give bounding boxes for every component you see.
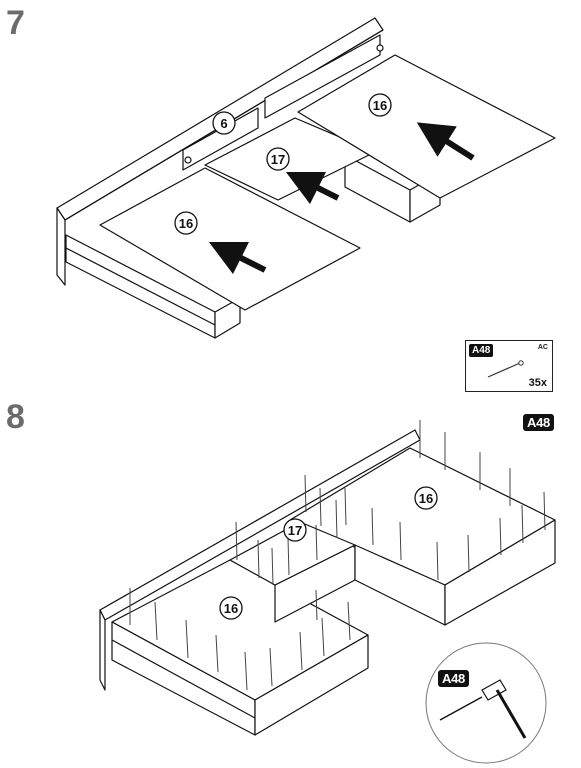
step-8-illustration (99, 429, 556, 736)
hardware-quantity: 35x (528, 377, 547, 389)
frame-front-face (56, 207, 66, 286)
label-part-16-right-8: 16 (419, 491, 433, 506)
step-8-labels: 16 17 16 (219, 486, 438, 620)
nail-icon (487, 360, 524, 378)
label-part-6: 6 (220, 116, 227, 131)
hardware-code: AC (537, 344, 548, 351)
insert-arrow-middle (285, 171, 340, 205)
hammer-detail (425, 642, 547, 764)
insert-arrow-left (208, 241, 267, 275)
step-7-labels: 6 16 17 16 (174, 93, 392, 235)
step-7-number: 7 (6, 4, 25, 42)
label-part-16-left: 16 (179, 216, 193, 231)
hardware-callout: A48 AC 35x (465, 340, 553, 392)
panel-17-region-8 (229, 521, 356, 586)
nail-pins (129, 420, 546, 691)
label-part-16-left-8: 16 (224, 601, 238, 616)
partition-right (264, 34, 381, 119)
frame-front-face-8 (99, 609, 106, 691)
step-8-hardware-badge: A48 (523, 414, 554, 431)
step-7-illustration (56, 17, 556, 339)
label-part-16-right: 16 (373, 98, 387, 113)
step-8-number: 8 (6, 398, 25, 436)
detail-hardware-badge: A48 (438, 670, 469, 687)
panel-16-left (99, 167, 361, 311)
right-box-end-8 (444, 519, 556, 626)
insert-arrow-right (416, 122, 475, 161)
label-part-17: 17 (271, 152, 285, 167)
label-part-17-8: 17 (288, 523, 302, 538)
left-box-end-8 (254, 634, 369, 736)
hardware-badge: A48 (469, 344, 494, 357)
